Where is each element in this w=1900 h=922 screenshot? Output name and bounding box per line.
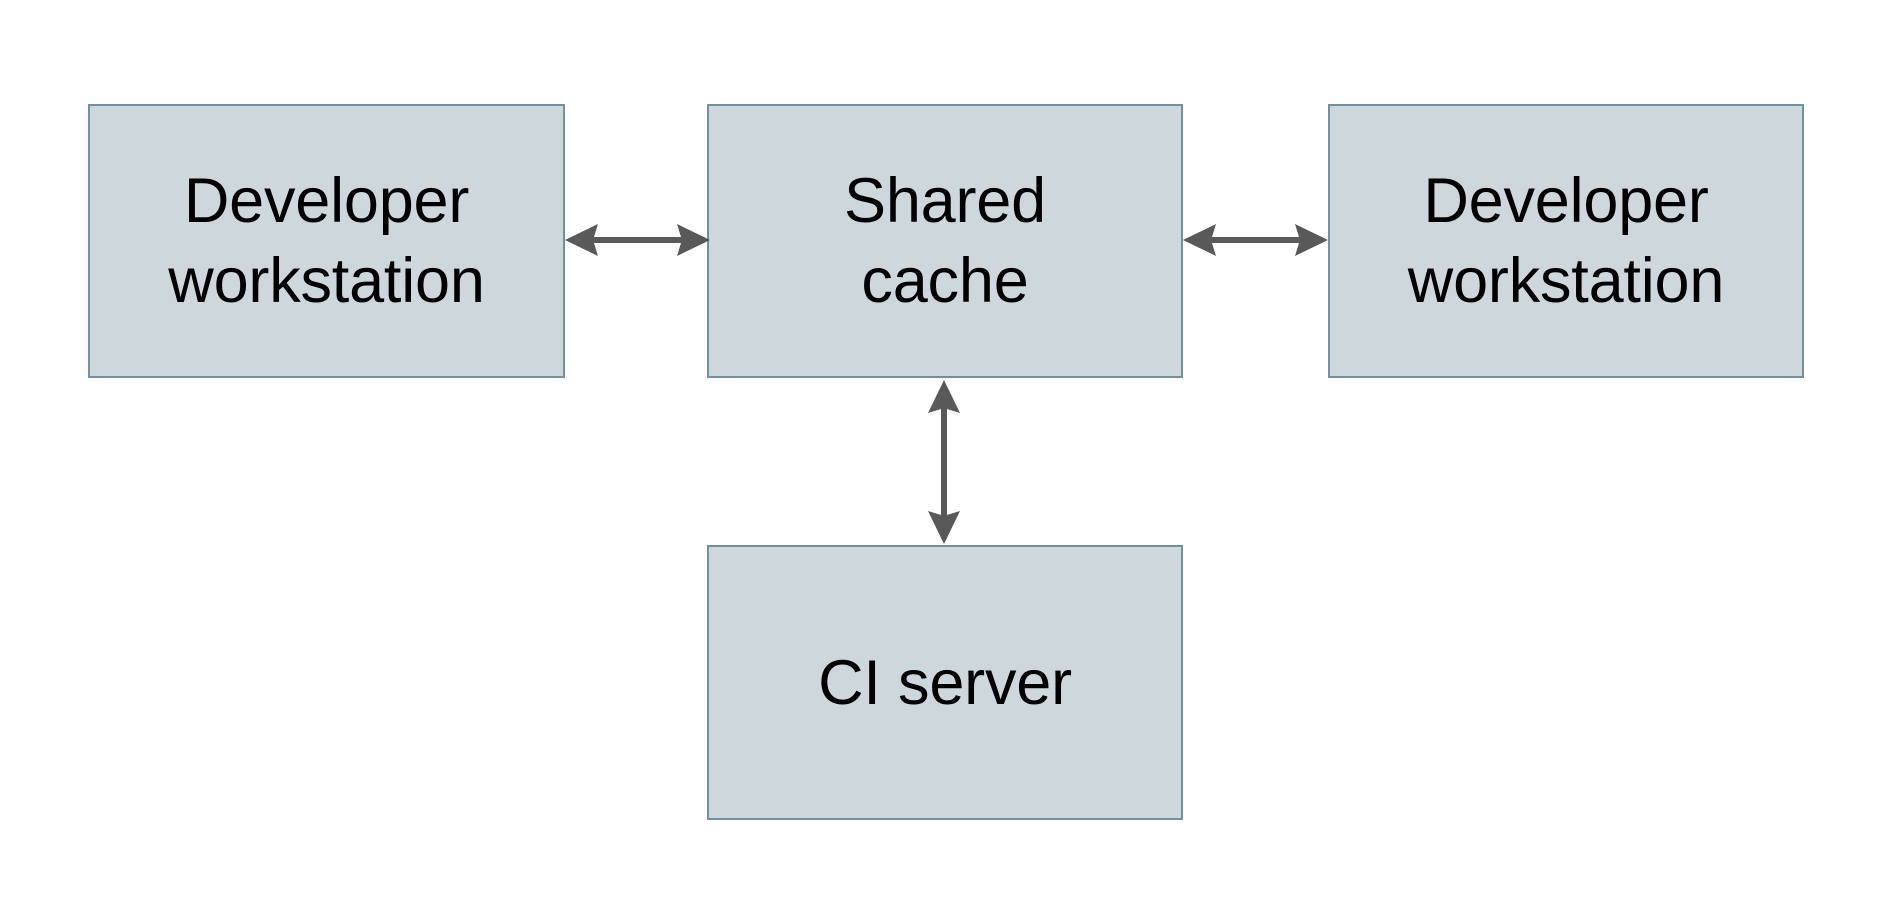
node-developer-workstation-left[interactable]: Developer workstation [88,104,565,378]
double-arrow-icon [565,224,710,256]
node-label: Developer workstation [1407,166,1725,316]
node-developer-workstation-right[interactable]: Developer workstation [1328,104,1804,378]
connector-left-workstation-to-cache[interactable] [560,205,715,275]
connector-cache-to-right-workstation[interactable] [1178,205,1333,275]
node-shared-cache[interactable]: Shared cache [707,104,1183,378]
connector-cache-to-ci-server[interactable] [909,374,979,550]
node-label: CI server [818,647,1072,718]
double-arrow-icon [1183,224,1328,256]
double-arrow-icon [928,380,960,544]
node-label: Shared cache [844,166,1046,316]
node-label: Developer workstation [168,166,485,316]
node-ci-server[interactable]: CI server [707,545,1183,820]
